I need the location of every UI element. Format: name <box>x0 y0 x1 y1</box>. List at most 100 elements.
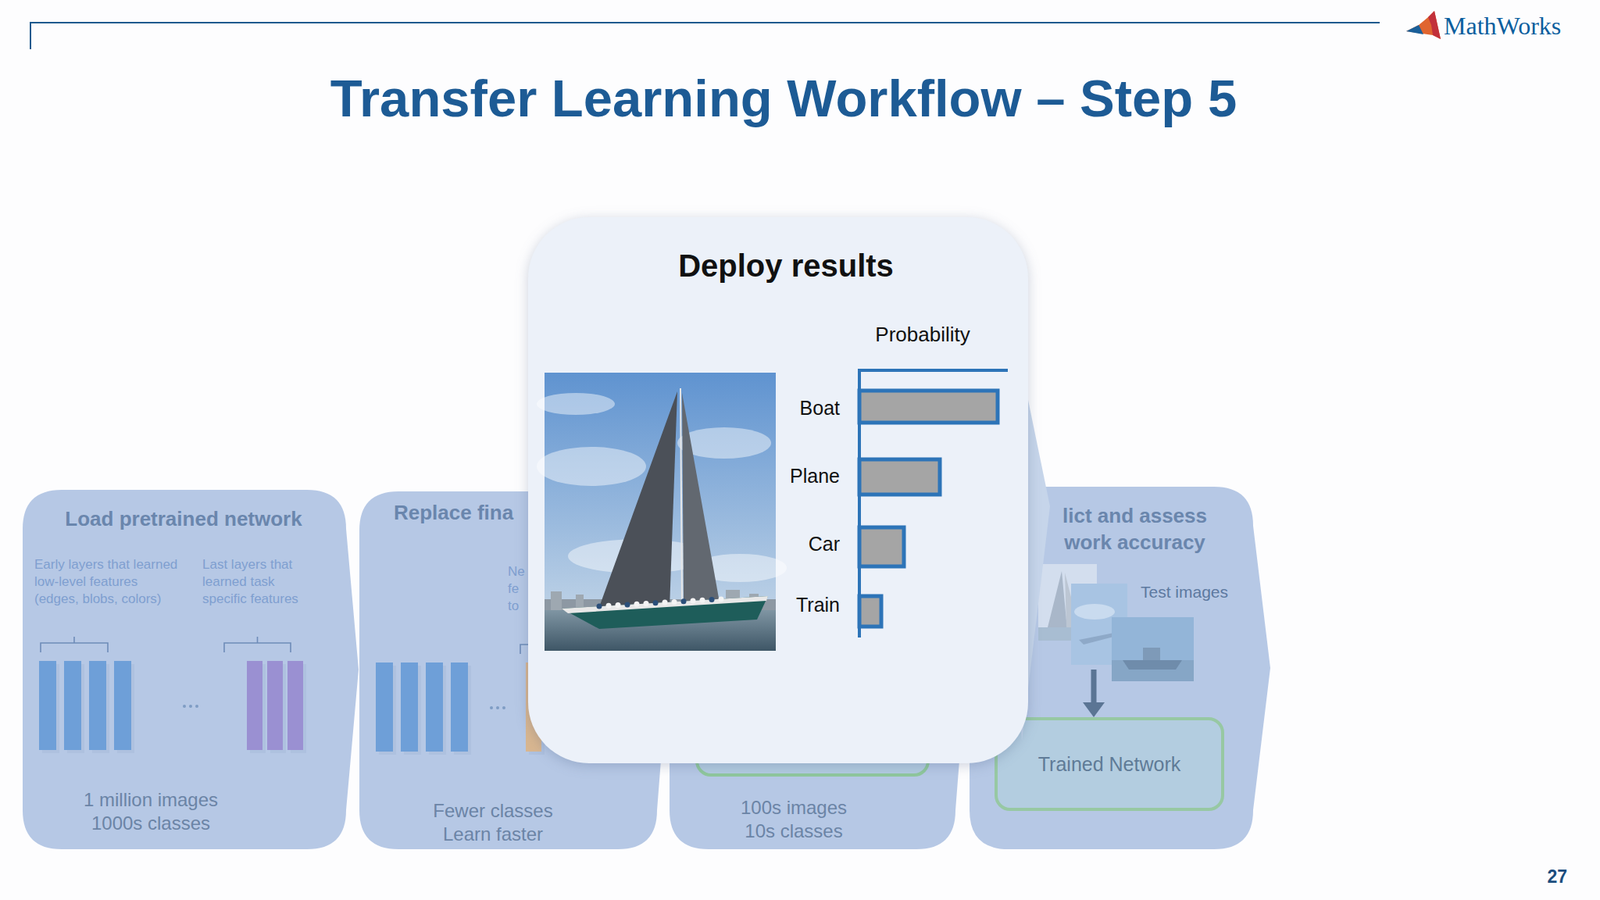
probability-bar <box>859 390 998 423</box>
title-slot: Transfer Learning Workflow – Step 5 <box>0 67 1568 130</box>
image-ship <box>1122 660 1183 670</box>
page-number: 27 <box>1542 865 1568 888</box>
brand-name: MathWorks <box>1443 10 1561 41</box>
photo-crew <box>625 601 631 608</box>
category-label: Car <box>761 532 840 556</box>
step-footer: 1 million images 1000s classes <box>72 788 229 836</box>
photo-building <box>550 591 562 611</box>
photo-crew <box>662 600 668 606</box>
photo-crew <box>606 603 612 609</box>
probability-bar <box>859 596 882 627</box>
bracket <box>224 636 291 653</box>
chevron-box <box>22 489 359 850</box>
ellipsis-dot <box>489 706 493 710</box>
test-image <box>1111 617 1194 682</box>
image-ship <box>1142 647 1161 661</box>
network-label: Trained Network <box>994 752 1225 776</box>
step-heading: Replace fina <box>393 500 514 525</box>
logo-shade <box>1428 10 1441 40</box>
ellipsis-dot <box>195 704 199 708</box>
early-layer <box>425 662 443 752</box>
bracket <box>40 636 108 653</box>
axis-title: Probability <box>844 322 1001 347</box>
label-slot: 27 <box>1542 865 1568 888</box>
photo-crew <box>653 600 659 606</box>
photo-deck <box>561 596 768 614</box>
last-layer <box>267 660 283 750</box>
logo-base <box>1406 25 1424 35</box>
category-label: Plane <box>761 464 840 488</box>
text-slot: Early layers that learned low-level feat… <box>34 556 183 608</box>
early-layer <box>400 662 418 752</box>
step-note: Last layers that learned task specific f… <box>202 556 316 608</box>
photo-crew <box>634 601 640 608</box>
top-rule <box>30 21 1380 24</box>
arrow-head <box>1082 702 1105 718</box>
photo-crew <box>643 600 650 607</box>
image-sky <box>1111 617 1194 682</box>
photo-jib <box>599 391 678 609</box>
label-slot: Boat <box>761 396 840 420</box>
ellipsis-dot <box>496 706 500 710</box>
step-heading: Load pretrained network <box>30 507 337 532</box>
photo-cloud <box>536 392 615 415</box>
early-layer <box>375 662 393 752</box>
ellipsis-dot <box>502 706 506 710</box>
early-layer <box>114 660 132 750</box>
photo-crew <box>671 599 678 605</box>
photo-crew <box>700 597 706 604</box>
text-slot: Replace fina <box>393 500 514 525</box>
category-label: Boat <box>761 396 840 420</box>
text-slot: lict and assess work accuracy <box>1050 502 1219 556</box>
label-slot: Train <box>761 592 840 617</box>
text-slot: Deploy results <box>535 246 1036 285</box>
probability-bar <box>859 527 904 567</box>
image-sea <box>1111 660 1194 682</box>
flow-arrow <box>1091 669 1097 704</box>
logo-mark <box>1406 10 1441 40</box>
image-cloud <box>1074 603 1115 620</box>
photo-cloud <box>536 446 647 486</box>
photo-crew <box>681 598 687 604</box>
text-slot: Fewer classes Learn faster <box>418 799 568 847</box>
chart-top-rule <box>857 368 1008 372</box>
probability-chart <box>857 368 1008 638</box>
photo-crew <box>709 596 715 603</box>
photo-mainsail <box>682 392 720 603</box>
text-slot: Test images <box>1140 582 1229 602</box>
step-footer: Fewer classes Learn faster <box>418 799 568 847</box>
photo-hull <box>561 596 768 629</box>
text-slot: Trained Network <box>994 752 1225 776</box>
photo-crew <box>615 602 622 608</box>
label-slot: MathWorks <box>1443 10 1561 41</box>
text-slot: Ne fe to <box>507 563 527 615</box>
photo-crew <box>718 596 725 602</box>
early-layer <box>39 660 57 750</box>
deploy-panel: Deploy resultsProbabilityBoatPlaneCarTra… <box>528 217 1029 764</box>
text-slot: 1 million images 1000s classes <box>72 788 229 836</box>
early-layer <box>450 662 468 752</box>
panel-heading: Deploy results <box>535 246 1036 285</box>
step-note: Ne fe to <box>507 563 527 615</box>
text-slot: Load pretrained network <box>30 507 337 532</box>
workflow-step: Load pretrained networkEarly layers that… <box>22 489 359 850</box>
category-label: Train <box>761 592 840 617</box>
text-slot: Last layers that learned task specific f… <box>202 556 316 608</box>
network-box: Trained Network <box>994 717 1225 811</box>
last-layer <box>246 660 263 750</box>
step-note: Early layers that learned low-level feat… <box>34 556 183 608</box>
step-footer: 100s images 10s classes <box>731 796 857 843</box>
photo-mast <box>680 388 683 608</box>
label-slot: Car <box>761 532 840 556</box>
label-slot: Plane <box>761 464 840 488</box>
slide-title: Transfer Learning Workflow – Step 5 <box>0 67 1568 130</box>
early-layer <box>89 660 107 750</box>
early-layer <box>64 660 82 750</box>
photo-crew <box>690 598 697 604</box>
ellipsis-dot <box>189 704 193 708</box>
node-outline <box>528 217 1091 779</box>
panel-background <box>528 217 1029 764</box>
text-slot: 100s images 10s classes <box>731 796 857 843</box>
logo-peak <box>1406 10 1441 40</box>
